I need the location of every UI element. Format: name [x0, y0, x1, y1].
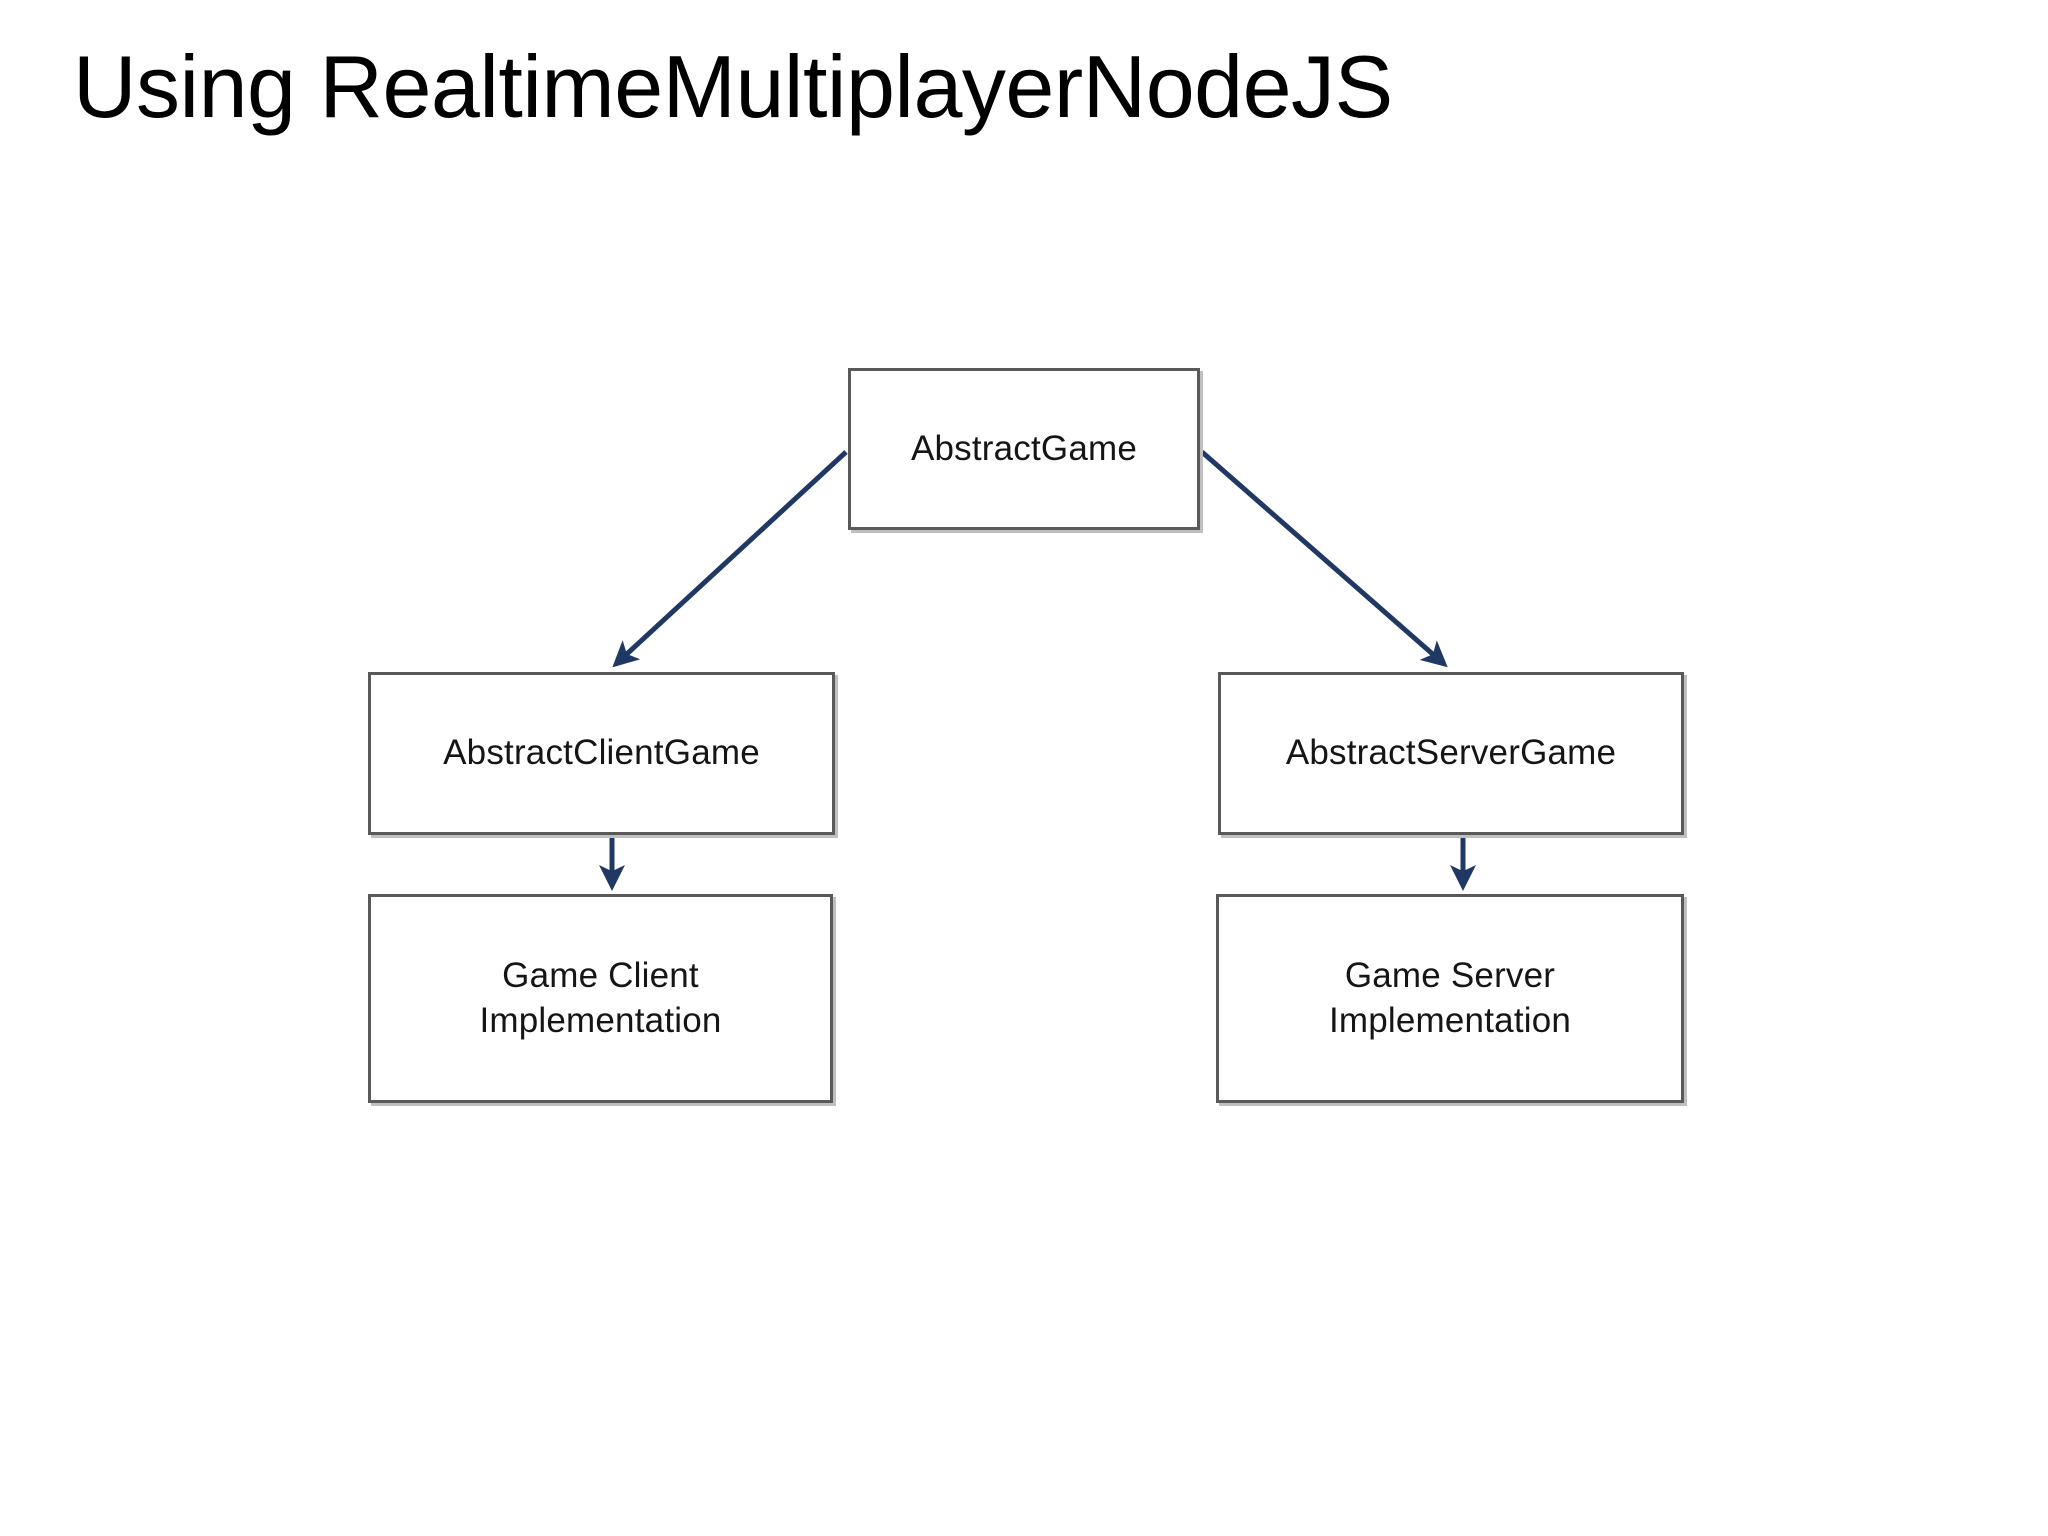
node-game-client-implementation[interactable]: Game Client Implementation — [368, 894, 833, 1103]
edge-abstract-game-to-abstract-server — [1200, 450, 1448, 668]
edge-abstract-game-to-abstract-client — [612, 450, 848, 668]
node-abstract-game-label: AbstractGame — [910, 428, 1138, 468]
node-game-server-implementation[interactable]: Game Server Implementation — [1216, 894, 1684, 1103]
page-title: Using RealtimeMultiplayerNodeJS — [73, 37, 1393, 136]
node-abstract-client-game[interactable]: AbstractClientGame — [368, 672, 835, 835]
node-game-client-implementation-label: Game Client Implementation — [479, 955, 722, 1040]
node-abstract-client-game-label: AbstractClientGame — [443, 733, 760, 773]
node-abstract-server-game[interactable]: AbstractServerGame — [1218, 672, 1684, 835]
node-game-server-implementation-label: Game Server Implementation — [1328, 955, 1572, 1040]
node-abstract-game[interactable]: AbstractGame — [848, 368, 1200, 530]
node-abstract-server-game-label: AbstractServerGame — [1285, 733, 1617, 773]
